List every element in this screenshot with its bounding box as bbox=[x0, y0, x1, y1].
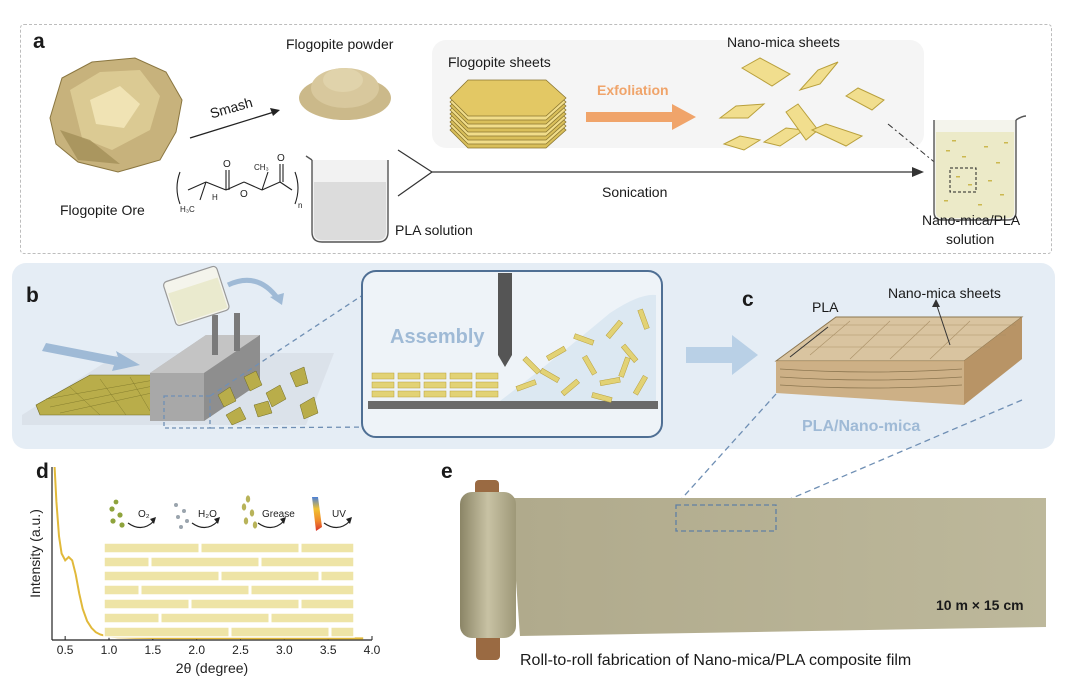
to-c-arrow bbox=[686, 335, 758, 375]
pla-label-c: PLA bbox=[812, 299, 839, 315]
x-tick-label: 1.0 bbox=[101, 643, 118, 657]
brick-joints bbox=[138, 543, 332, 637]
x-tick-label: 1.5 bbox=[144, 643, 161, 657]
panel-a bbox=[20, 24, 1052, 254]
panel-a-letter: a bbox=[33, 30, 45, 53]
uv-label: UV bbox=[332, 509, 346, 520]
pla-pointer bbox=[789, 326, 829, 358]
h2o-label: H₂O bbox=[198, 509, 217, 520]
film-sheet bbox=[510, 498, 1046, 636]
x-tick-label: 2.5 bbox=[232, 643, 249, 657]
panel-d-letter: d bbox=[36, 460, 49, 483]
chem-h3c: H₃C bbox=[180, 205, 195, 214]
random-sheets bbox=[515, 308, 650, 403]
grease-label: Grease bbox=[262, 509, 295, 520]
chem-n: n bbox=[298, 201, 302, 210]
panel-a-graphics: O O O H₃C H CH₃ n bbox=[49, 40, 1027, 243]
size-label: 10 m × 15 cm bbox=[936, 597, 1024, 613]
pla-structure bbox=[176, 164, 299, 205]
panel-c-letter: c bbox=[742, 288, 754, 311]
exfoliation-label: Exfoliation bbox=[597, 82, 669, 98]
laminate-film bbox=[774, 316, 1024, 405]
result-label-line1: Nano-mica/PLA bbox=[922, 212, 1021, 228]
panel-b-letter: b bbox=[26, 284, 39, 307]
x-axis-label: 2θ (degree) bbox=[176, 660, 248, 676]
uv-icon bbox=[312, 497, 322, 531]
sonication-label: Sonication bbox=[602, 184, 668, 200]
panel-e-letter: e bbox=[441, 460, 453, 483]
flow-arrow bbox=[42, 343, 140, 371]
substrate-inset bbox=[368, 401, 658, 409]
pla-beaker bbox=[305, 155, 389, 243]
x-tick-label: 0.5 bbox=[57, 643, 74, 657]
pouring-beaker bbox=[163, 265, 230, 327]
flogopite-sheets-stack bbox=[449, 79, 567, 149]
composite-label-c: PLA/Nano-mica bbox=[802, 418, 921, 435]
chem-h: H bbox=[212, 193, 218, 202]
flogopite-sheets-label: Flogopite sheets bbox=[448, 54, 551, 70]
flogopite-powder-pile bbox=[299, 68, 391, 120]
y-axis-label: Intensity (a.u.) bbox=[27, 509, 43, 598]
assembly-label: Assembly bbox=[390, 326, 485, 348]
x-tick-label: 3.5 bbox=[320, 643, 337, 657]
exfoliation-arrow bbox=[586, 104, 696, 130]
flogopite-powder-label: Flogopite powder bbox=[286, 36, 394, 52]
flogopite-ore-label: Flogopite Ore bbox=[60, 202, 145, 218]
result-beaker bbox=[933, 115, 1027, 221]
x-tick-label: 4.0 bbox=[364, 643, 381, 657]
panel-bc-graphics bbox=[22, 265, 1024, 438]
pour-arrow bbox=[226, 277, 281, 301]
assembly-slurry bbox=[372, 294, 656, 401]
nano-mica-sheets-label: Nano-mica sheets bbox=[727, 34, 840, 50]
blade-inset bbox=[498, 273, 512, 355]
chem-ch3: CH₃ bbox=[254, 163, 269, 172]
x-tick-label: 3.0 bbox=[276, 643, 293, 657]
zoom-box-b bbox=[163, 395, 211, 429]
o2-icon bbox=[109, 499, 125, 528]
zoom-box-e bbox=[675, 504, 777, 532]
flogopite-ore-rock bbox=[49, 57, 183, 173]
hexagon-grid bbox=[45, 376, 171, 416]
xrd-series-line bbox=[53, 466, 364, 640]
xrd-chart: 0.5 1.0 1.5 2.0 2.5 3.0 3.5 4.0 2θ (degree) Inten… bbox=[27, 466, 381, 676]
o2-label: O₂ bbox=[138, 509, 150, 520]
result-label-line2: solution bbox=[946, 231, 995, 247]
chem-o-1: O bbox=[223, 159, 231, 170]
spread-flakes bbox=[217, 366, 319, 426]
nano-pointer bbox=[935, 302, 951, 346]
chem-o-3: O bbox=[277, 153, 285, 164]
aligned-sheets bbox=[371, 372, 499, 398]
roll-body bbox=[460, 492, 516, 638]
nano-mica-flakes bbox=[718, 57, 885, 151]
barrier-inset: O₂ H₂O Grease UV bbox=[103, 495, 355, 638]
pla-solution-label: PLA solution bbox=[395, 222, 473, 238]
curved-arrows bbox=[127, 520, 351, 529]
x-tick-label: 2.0 bbox=[188, 643, 205, 657]
chem-o-2: O bbox=[240, 189, 248, 200]
roll-caption: Roll-to-roll fabrication of Nano-mica/PL… bbox=[520, 652, 912, 669]
nano-mica-sheets-label-c: Nano-mica sheets bbox=[888, 285, 1001, 301]
grease-icon bbox=[241, 495, 258, 529]
h2o-icon bbox=[174, 503, 189, 529]
